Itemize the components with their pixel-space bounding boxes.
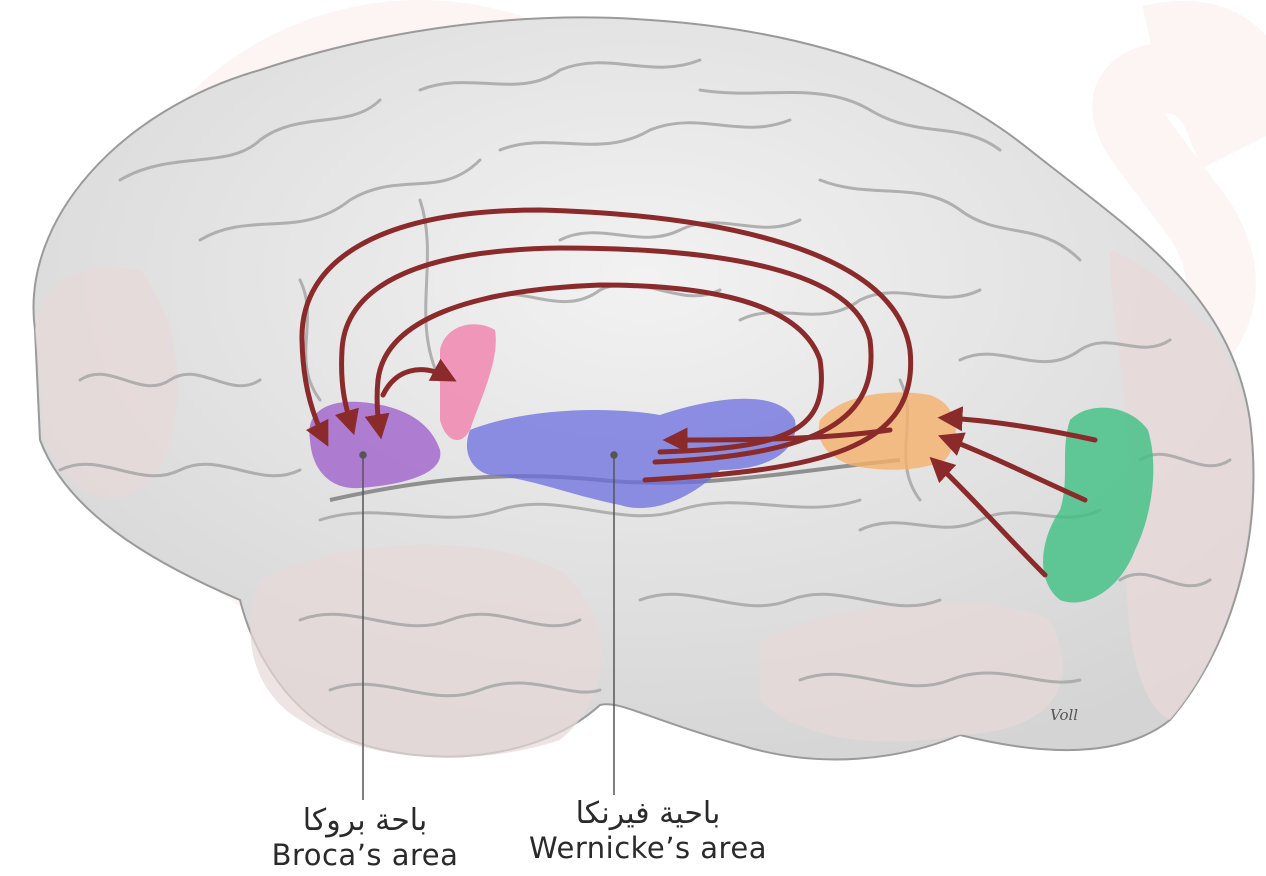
broca-label-english: Broca’s area (265, 838, 465, 872)
wernicke-area-label: باحية فيرنكا Wernicke’s area (513, 797, 783, 865)
broca-area-label: باحة بروكا Broca’s area (265, 804, 465, 872)
broca-label-arabic: باحة بروكا (265, 804, 465, 838)
wernicke-label-arabic: باحية فيرنكا (513, 797, 783, 831)
brain-cortex (34, 17, 1254, 759)
wernicke-label-english: Wernicke’s area (513, 831, 783, 865)
artist-signature: Voll (1050, 706, 1078, 724)
